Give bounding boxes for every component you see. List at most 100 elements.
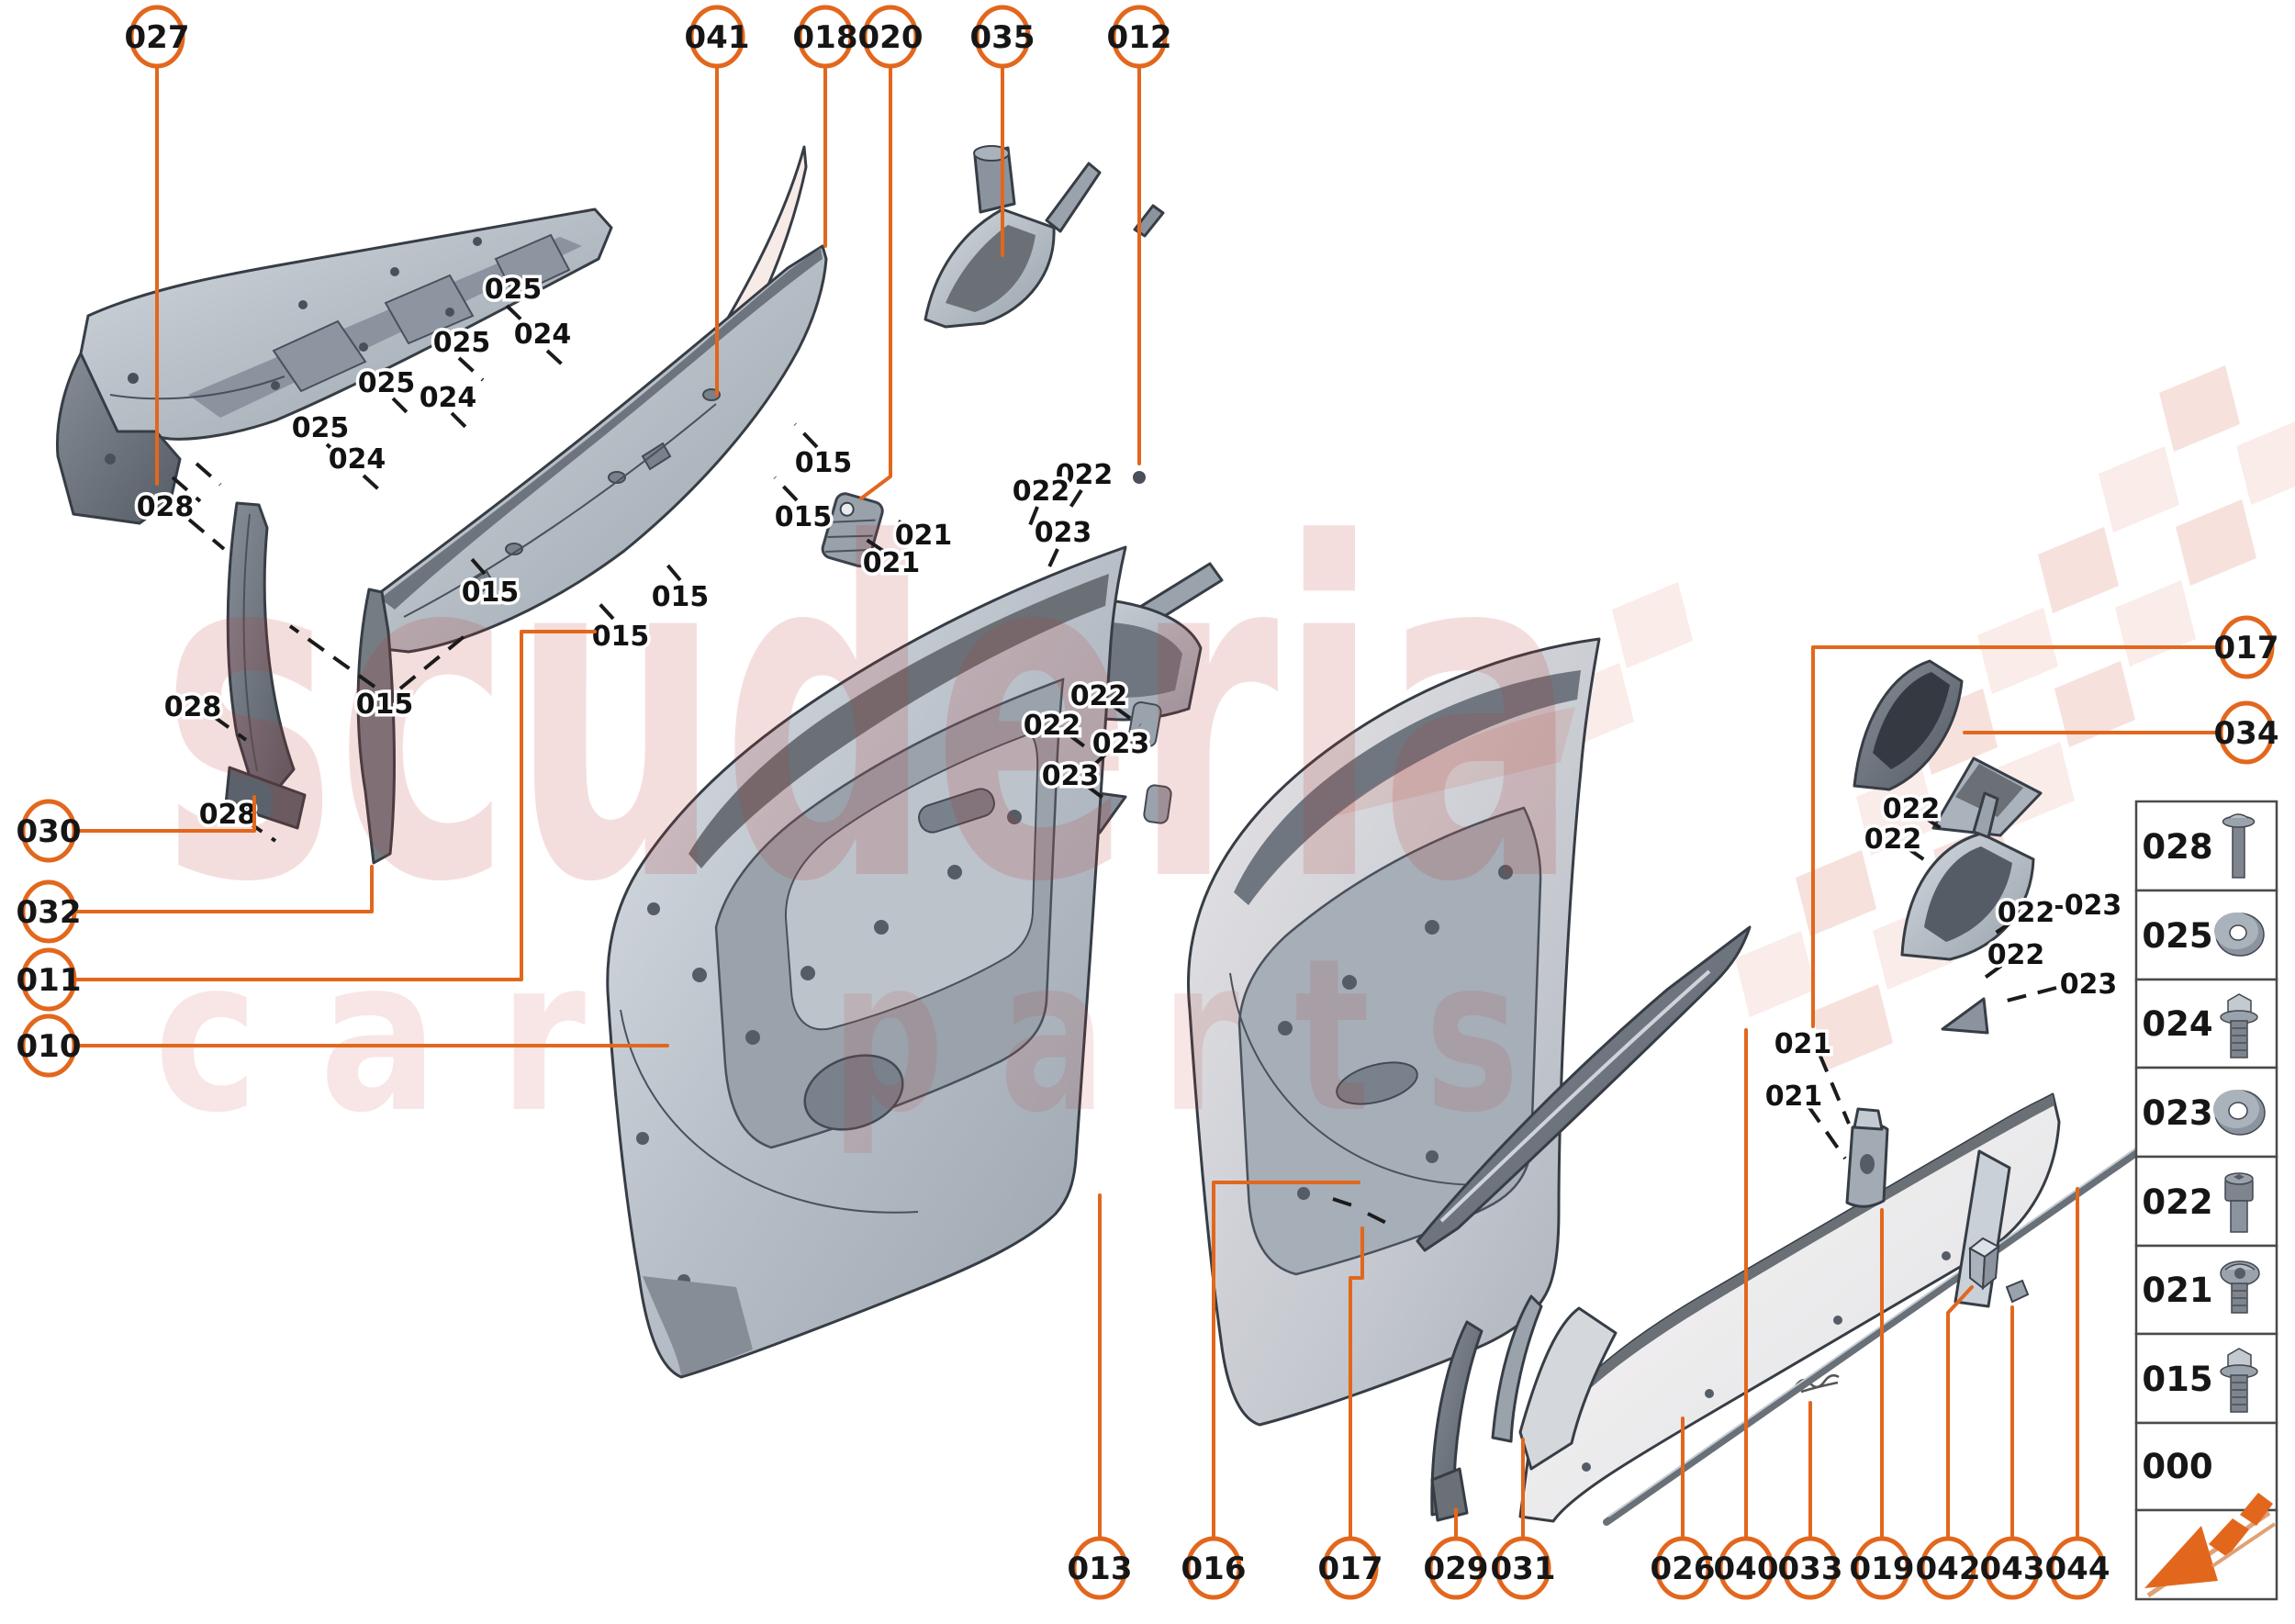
part-ref-label: 022: [1883, 793, 1941, 825]
callout-017-bottom[interactable]: 017: [1318, 1536, 1383, 1600]
legend-row-028: 028: [2134, 800, 2278, 892]
svg-text:034: 034: [2214, 715, 2279, 752]
screw-torx-pan-icon: [2220, 1260, 2260, 1314]
svg-text:019: 019: [1850, 1551, 1915, 1587]
svg-text:017: 017: [1318, 1551, 1383, 1587]
leader-030: [73, 795, 256, 833]
pillar-sliver-blade: [1491, 1294, 1543, 1443]
bolt-hex-flange-icon: [2220, 993, 2258, 1058]
callout-034[interactable]: 034: [2214, 700, 2279, 765]
callout-013[interactable]: 013: [1068, 1536, 1133, 1600]
svg-text:018: 018: [793, 19, 858, 56]
part-ref-label: 024: [514, 319, 572, 351]
brand-arrow-icon: [2144, 1493, 2277, 1598]
svg-text:021: 021: [2142, 1271, 2212, 1310]
callout-044[interactable]: 044: [2045, 1536, 2110, 1600]
callout-030[interactable]: 030: [17, 799, 82, 863]
callout-041[interactable]: 041: [685, 5, 750, 69]
door-check-bracket: [1845, 1107, 1889, 1208]
part-ref-label: 022: [1056, 459, 1114, 491]
part-ref-label: 023: [2065, 890, 2122, 922]
svg-text:033: 033: [1778, 1551, 1843, 1587]
washer-icon: [2214, 913, 2265, 957]
callout-leader-lines: [73, 64, 2222, 1540]
svg-text:030: 030: [17, 813, 82, 850]
callout-032[interactable]: 032: [17, 879, 82, 944]
svg-text:023: 023: [2142, 1093, 2212, 1133]
callout-018[interactable]: 018: [793, 5, 858, 69]
svg-text:022: 022: [2142, 1182, 2212, 1222]
callout-029[interactable]: 029: [1424, 1536, 1489, 1600]
callout-040[interactable]: 040: [1714, 1536, 1779, 1600]
sill-carrier-outer: [362, 244, 828, 654]
svg-text:026: 026: [1651, 1551, 1716, 1587]
callout-012[interactable]: 012: [1107, 5, 1172, 69]
part-ref-label: 022: [1070, 680, 1128, 712]
leader-042: [1946, 1285, 1974, 1540]
leader-016: [1212, 1181, 1360, 1540]
small-dart-clip: [1133, 204, 1165, 238]
washer-large-icon: [2213, 1090, 2266, 1136]
part-ref-label: 028: [199, 799, 257, 831]
leader-020: [859, 64, 892, 500]
callout-011[interactable]: 011: [17, 947, 82, 1012]
watermark-brand: scuderia: [161, 448, 1579, 982]
part-ref-label: 022: [1864, 823, 1922, 856]
part-ref-label: 022: [1013, 476, 1070, 508]
svg-text:015: 015: [2142, 1360, 2212, 1399]
svg-text:000: 000: [2142, 1447, 2212, 1486]
sill-end-fin: [1954, 1149, 2011, 1308]
part-ref-label: 021: [1765, 1081, 1823, 1113]
sill-carrier-front: [56, 207, 613, 525]
b-pillar-trim: [224, 501, 307, 830]
part-ref-label: 021: [1774, 1028, 1832, 1060]
callout-031[interactable]: 031: [1491, 1536, 1556, 1600]
bolt-hex-flange-icon: [2220, 1348, 2258, 1413]
callout-035[interactable]: 035: [970, 5, 1036, 69]
cube-clip: [1968, 1237, 2000, 1291]
callout-020[interactable]: 020: [858, 5, 924, 69]
callout-017-right[interactable]: 017: [2214, 615, 2279, 679]
callout-010[interactable]: 010: [17, 1014, 82, 1078]
mirror-triangle-upper: [924, 145, 1102, 329]
callout-033[interactable]: 033: [1778, 1536, 1843, 1600]
trim-strip-long: [1603, 1108, 2198, 1526]
svg-text:040: 040: [1714, 1551, 1779, 1587]
callout-026[interactable]: 026: [1651, 1536, 1716, 1600]
svg-text:024: 024: [2142, 1004, 2212, 1044]
part-ref-label: 022: [1998, 897, 2055, 929]
screw-pan-long-icon: [2222, 813, 2256, 879]
svg-text:029: 029: [1424, 1551, 1489, 1587]
legend-row-000: 000: [2134, 1421, 2278, 1512]
callout-043[interactable]: 043: [1980, 1536, 2045, 1600]
svg-text:017: 017: [2214, 630, 2279, 666]
callout-027[interactable]: 027: [125, 5, 190, 69]
part-ref-label: 025: [358, 367, 416, 399]
door-shell-rear: [1187, 637, 1601, 1427]
svg-text:043: 043: [1980, 1551, 2045, 1587]
svg-text:012: 012: [1107, 19, 1172, 56]
svg-text:032: 032: [17, 894, 82, 931]
part-ref-label: 021: [895, 520, 953, 552]
part-ref-label: 015: [652, 581, 710, 613]
svg-text:027: 027: [125, 19, 190, 56]
part-ref-label: 025: [433, 327, 491, 359]
rocker-panel: [1518, 1092, 2061, 1523]
legend-row-015: 015: [2134, 1332, 2278, 1425]
a-pillar-finisher: [1430, 1320, 1483, 1522]
part-ref-label: 015: [462, 577, 520, 609]
svg-text:028: 028: [2142, 827, 2212, 867]
leader-032: [73, 865, 374, 913]
part-ref-label: 021: [863, 547, 921, 579]
svg-text:020: 020: [858, 19, 924, 56]
part-ref-label: 024: [329, 443, 386, 476]
small-clip: [2005, 1279, 2030, 1304]
part-ref-label: 015: [775, 501, 833, 533]
callout-042[interactable]: 042: [1916, 1536, 1981, 1600]
callout-016[interactable]: 016: [1181, 1536, 1247, 1600]
fastener-legend-table: 028 025 024: [2134, 800, 2278, 1601]
callout-019[interactable]: 019: [1850, 1536, 1915, 1600]
part-ref-label: 022: [1987, 939, 2045, 971]
part-ref-label: 028: [164, 691, 222, 723]
part-ref-label: 024: [420, 382, 477, 414]
